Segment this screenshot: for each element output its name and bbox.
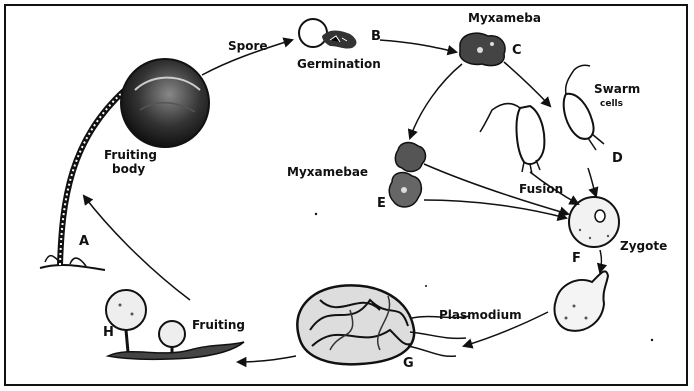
label-letter-a: A xyxy=(79,235,89,248)
label-letter-f: F xyxy=(572,252,581,265)
plasmodium-network-illustration xyxy=(297,285,470,364)
arrow-zygote-to-plasmodium xyxy=(600,250,602,272)
germinating-spore-illustration xyxy=(299,19,356,49)
swarm-cells-illustration xyxy=(480,65,604,174)
arrow-myxameba-to-swarm xyxy=(504,62,550,106)
label-plasmodium: Plasmodium xyxy=(439,309,522,322)
myxameba-illustration xyxy=(460,33,505,65)
arrow-myxameba-to-myxamebae xyxy=(410,64,462,138)
arrow-swarm-right-to-zygote xyxy=(588,168,596,196)
label-letter-c: C xyxy=(512,44,522,57)
label-swarm: Swarm xyxy=(594,83,640,96)
myxamebae-illustration xyxy=(389,143,425,207)
arrow-fruiting-to-body xyxy=(84,196,190,300)
label-fruiting-body-line1: Fruiting xyxy=(104,149,157,162)
label-myxamebae: Myxamebae xyxy=(287,166,368,179)
label-letter-g: G xyxy=(403,357,414,370)
label-fruiting-body-line2: body xyxy=(112,163,145,176)
label-letter-d: D xyxy=(612,152,623,165)
arrow-plasmodium-to-fruiting xyxy=(238,356,296,362)
label-letter-e: E xyxy=(377,197,386,210)
label-cells: cells xyxy=(600,98,623,111)
label-fruiting: Fruiting xyxy=(192,319,245,332)
arrow-germination-to-myxameba xyxy=(380,40,456,52)
label-myxameba: Myxameba xyxy=(468,12,541,25)
young-plasmodium-illustration xyxy=(555,271,609,330)
zygote-illustration xyxy=(569,197,619,247)
arrow-myxamebae-lower-to-zygote xyxy=(424,200,566,218)
label-letter-b: B xyxy=(371,30,381,43)
label-zygote: Zygote xyxy=(620,240,667,253)
label-fusion: Fusion xyxy=(519,183,563,196)
label-spore: Spore xyxy=(228,40,268,53)
label-germination: Germination xyxy=(297,58,381,71)
label-letter-h: H xyxy=(103,326,114,339)
